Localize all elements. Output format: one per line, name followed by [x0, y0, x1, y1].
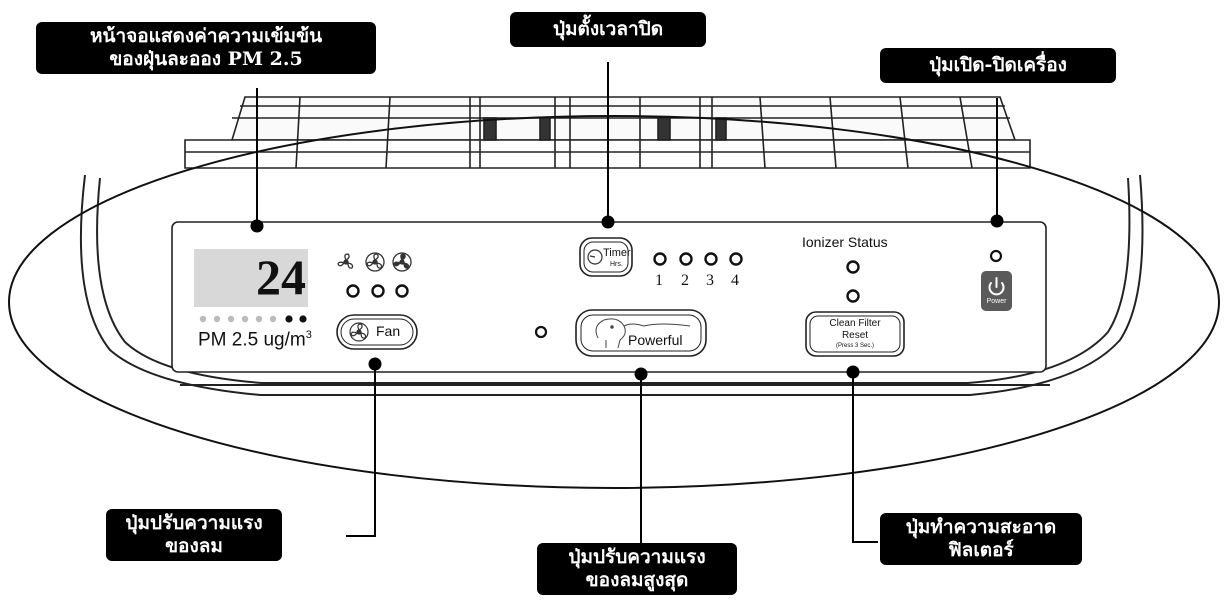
powerful-button-label: Powerful	[628, 332, 683, 348]
device-body	[79, 174, 1144, 396]
callout-timer: ปุ่มตั้งเวลาปิด	[510, 12, 706, 48]
clean-filter-label-1: Clean Filter	[829, 318, 881, 329]
leader-dots	[250, 214, 1004, 381]
top-grille	[184, 96, 1031, 169]
pm-unit-text: PM 2.5 ug/m	[198, 329, 306, 351]
callout-powerful-line-2: ของลมสูงสุด	[585, 569, 689, 592]
callout-power: ปุ่มเปิด-ปิดเครื่อง	[880, 48, 1116, 84]
timer-button-sublabel: Hrs.	[610, 261, 623, 268]
clean-filter-label-3: (Press 3 Sec.)	[835, 343, 874, 349]
fan-low-icon	[337, 253, 354, 269]
clock-icon	[587, 249, 603, 265]
fan-speed-icons	[337, 252, 412, 272]
fan-icon	[349, 322, 369, 342]
power-button-label: Power	[986, 298, 1007, 305]
callout-fan: ปุ่มปรับความแรง ของลม	[106, 509, 282, 562]
callout-filter-line-1: ปุ่มทำความสะอาด	[905, 516, 1057, 538]
ionizer-status-label: Ionizer Status	[802, 234, 888, 250]
timer-button-label: Timer	[603, 247, 631, 259]
power-led	[989, 249, 1003, 263]
timer-hour-1: 1	[655, 272, 663, 289]
timer-leds	[653, 252, 743, 266]
callout-filter: ปุ่มทำความสะอาด ฟิลเตอร์	[880, 513, 1082, 566]
callout-power-line-1: ปุ่มเปิด-ปิดเครื่อง	[929, 54, 1067, 76]
fan-high-icon	[392, 252, 412, 272]
timer-button[interactable]	[579, 237, 633, 277]
fan-button-label: Fan	[376, 323, 401, 339]
pm-unit-superscript: 3	[305, 329, 312, 341]
callout-pm-display-line-1: หน้าจอแสดงค่าความเข้มข้น	[89, 25, 323, 47]
clean-filter-reset-button[interactable]	[805, 311, 905, 357]
pm-display-screen	[194, 249, 308, 307]
power-button[interactable]	[981, 271, 1012, 311]
leader-lines	[256, 62, 998, 545]
timer-hour-3: 3	[706, 272, 714, 289]
elephant-icon	[595, 318, 691, 349]
callout-filter-line-2: ฟิลเตอร์	[948, 539, 1014, 562]
fan-medium-icon	[365, 252, 385, 272]
pm-unit-label: PM 2.5 ug/m3	[198, 329, 312, 351]
powerful-button[interactable]	[575, 309, 707, 357]
callout-timer-line-1: ปุ่มตั้งเวลาปิด	[552, 18, 664, 40]
callout-pm-display-line-2: ของฝุ่นละออง PM 2.5	[109, 48, 303, 71]
powerful-led	[534, 325, 548, 339]
callout-powerful: ปุ่มปรับความแรง ของลมสูงสุด	[537, 543, 737, 596]
clean-filter-label-2: Reset	[841, 330, 869, 341]
timer-hour-4: 4	[731, 272, 739, 289]
timer-hour-2: 2	[681, 272, 689, 289]
fan-speed-leds	[346, 284, 409, 298]
callout-pm-display: หน้าจอแสดงค่าความเข้มข้น ของฝุ่นละออง PM…	[36, 22, 376, 75]
pm-level-dots	[199, 315, 307, 323]
highlight-ellipse	[8, 115, 1220, 489]
fan-button[interactable]	[336, 314, 418, 350]
callout-fan-line-2: ของลม	[165, 535, 223, 558]
ionizer-leds	[846, 260, 860, 303]
power-icon	[988, 277, 1005, 296]
callout-powerful-line-1: ปุ่มปรับความแรง	[568, 546, 706, 568]
callout-fan-line-1: ปุ่มปรับความแรง	[125, 512, 263, 534]
pm-value: 24	[256, 249, 306, 305]
